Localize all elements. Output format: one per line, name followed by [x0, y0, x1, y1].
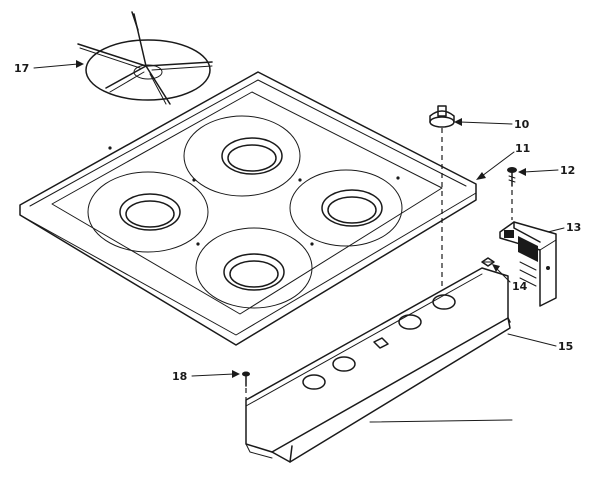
callout-11: 11 [515, 142, 530, 155]
callout-15: 15 [558, 340, 573, 353]
manifold-panel [245, 267, 513, 463]
main-top [19, 71, 477, 346]
retaining-clip [481, 257, 495, 267]
screw-12 [507, 167, 517, 220]
mounting-bracket [499, 221, 557, 307]
callout-10: 10 [514, 118, 530, 131]
control-knob [429, 105, 455, 288]
callout-13: 13 [566, 221, 581, 234]
screw-18 [242, 371, 250, 400]
callout-12: 12 [560, 164, 575, 177]
leader-lines [33, 60, 565, 378]
callout-17: 17 [14, 62, 29, 75]
burner-grate [77, 11, 213, 105]
callout-18: 18 [172, 370, 187, 383]
callout-14: 14 [512, 280, 528, 293]
